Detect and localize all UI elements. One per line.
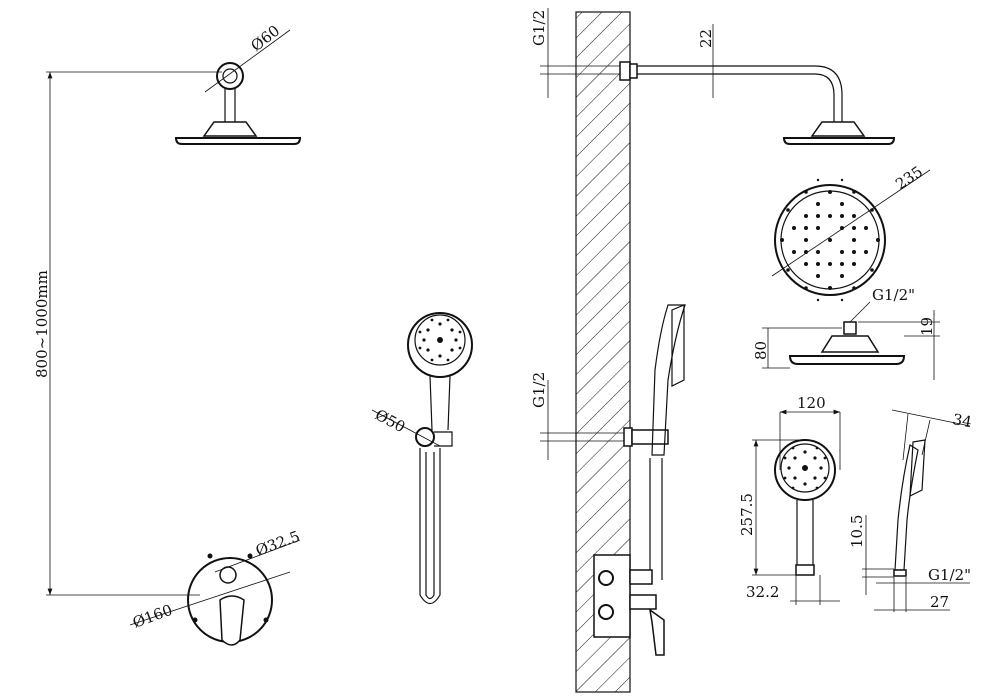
nozzle-dots xyxy=(418,318,462,362)
wall-flange-diameter-label: Ø60 xyxy=(247,22,283,56)
valve-box xyxy=(593,554,631,638)
hand-thread-width-label: 27 xyxy=(930,593,949,611)
overhead-shower-side: G1/2" 80 19 xyxy=(752,286,940,380)
mixer-valve-front: Ø32.5 Ø160 xyxy=(129,527,302,646)
height-range-label: 800~1000mm xyxy=(33,270,51,378)
front-view-assembly: 800~1000mm Ø60 xyxy=(33,22,473,646)
hand-neck-width-label: 32.2 xyxy=(746,583,779,601)
hand-thread-length-label: 10.5 xyxy=(848,515,866,548)
hand-shower-dimensioned-side: 34 10.5 G1/2" 27 xyxy=(848,409,973,612)
hand-shower-front: Ø50 xyxy=(371,312,473,605)
hand-shower-dimensioned-front: 120 257.5 32.2 xyxy=(738,394,841,605)
hand-length-label: 257.5 xyxy=(738,493,756,536)
arm-diameter-label: 22 xyxy=(697,29,715,48)
mid-inlet-thread-label: G1/2 xyxy=(530,372,548,408)
head-diameter-label: 235 xyxy=(892,162,926,193)
wall-section-view: G1/2 22 G1/2 xyxy=(530,8,896,693)
top-inlet-thread-label: G1/2 xyxy=(530,10,548,46)
plate-diameter-label: Ø160 xyxy=(130,601,175,632)
hand-thread-label: G1/2" xyxy=(928,566,971,584)
nozzle-grid xyxy=(780,178,880,302)
holder-diameter-label: Ø50 xyxy=(372,406,408,437)
overhead-shower-front: Ø60 xyxy=(174,22,302,145)
hand-shower-side-on-wall: G1/2 xyxy=(530,304,686,656)
neck-height-label: 19 xyxy=(918,317,936,336)
overhead-arm-side: G1/2 22 xyxy=(530,8,896,145)
head-height-label: 80 xyxy=(752,341,770,360)
head-thread-label: G1/2" xyxy=(872,286,915,304)
diverter-diameter-label: Ø32.5 xyxy=(253,527,302,560)
hand-thickness-label: 34 xyxy=(951,410,973,431)
hand-head-width-label: 120 xyxy=(797,394,826,412)
overhead-shower-face: 235 xyxy=(771,162,931,302)
